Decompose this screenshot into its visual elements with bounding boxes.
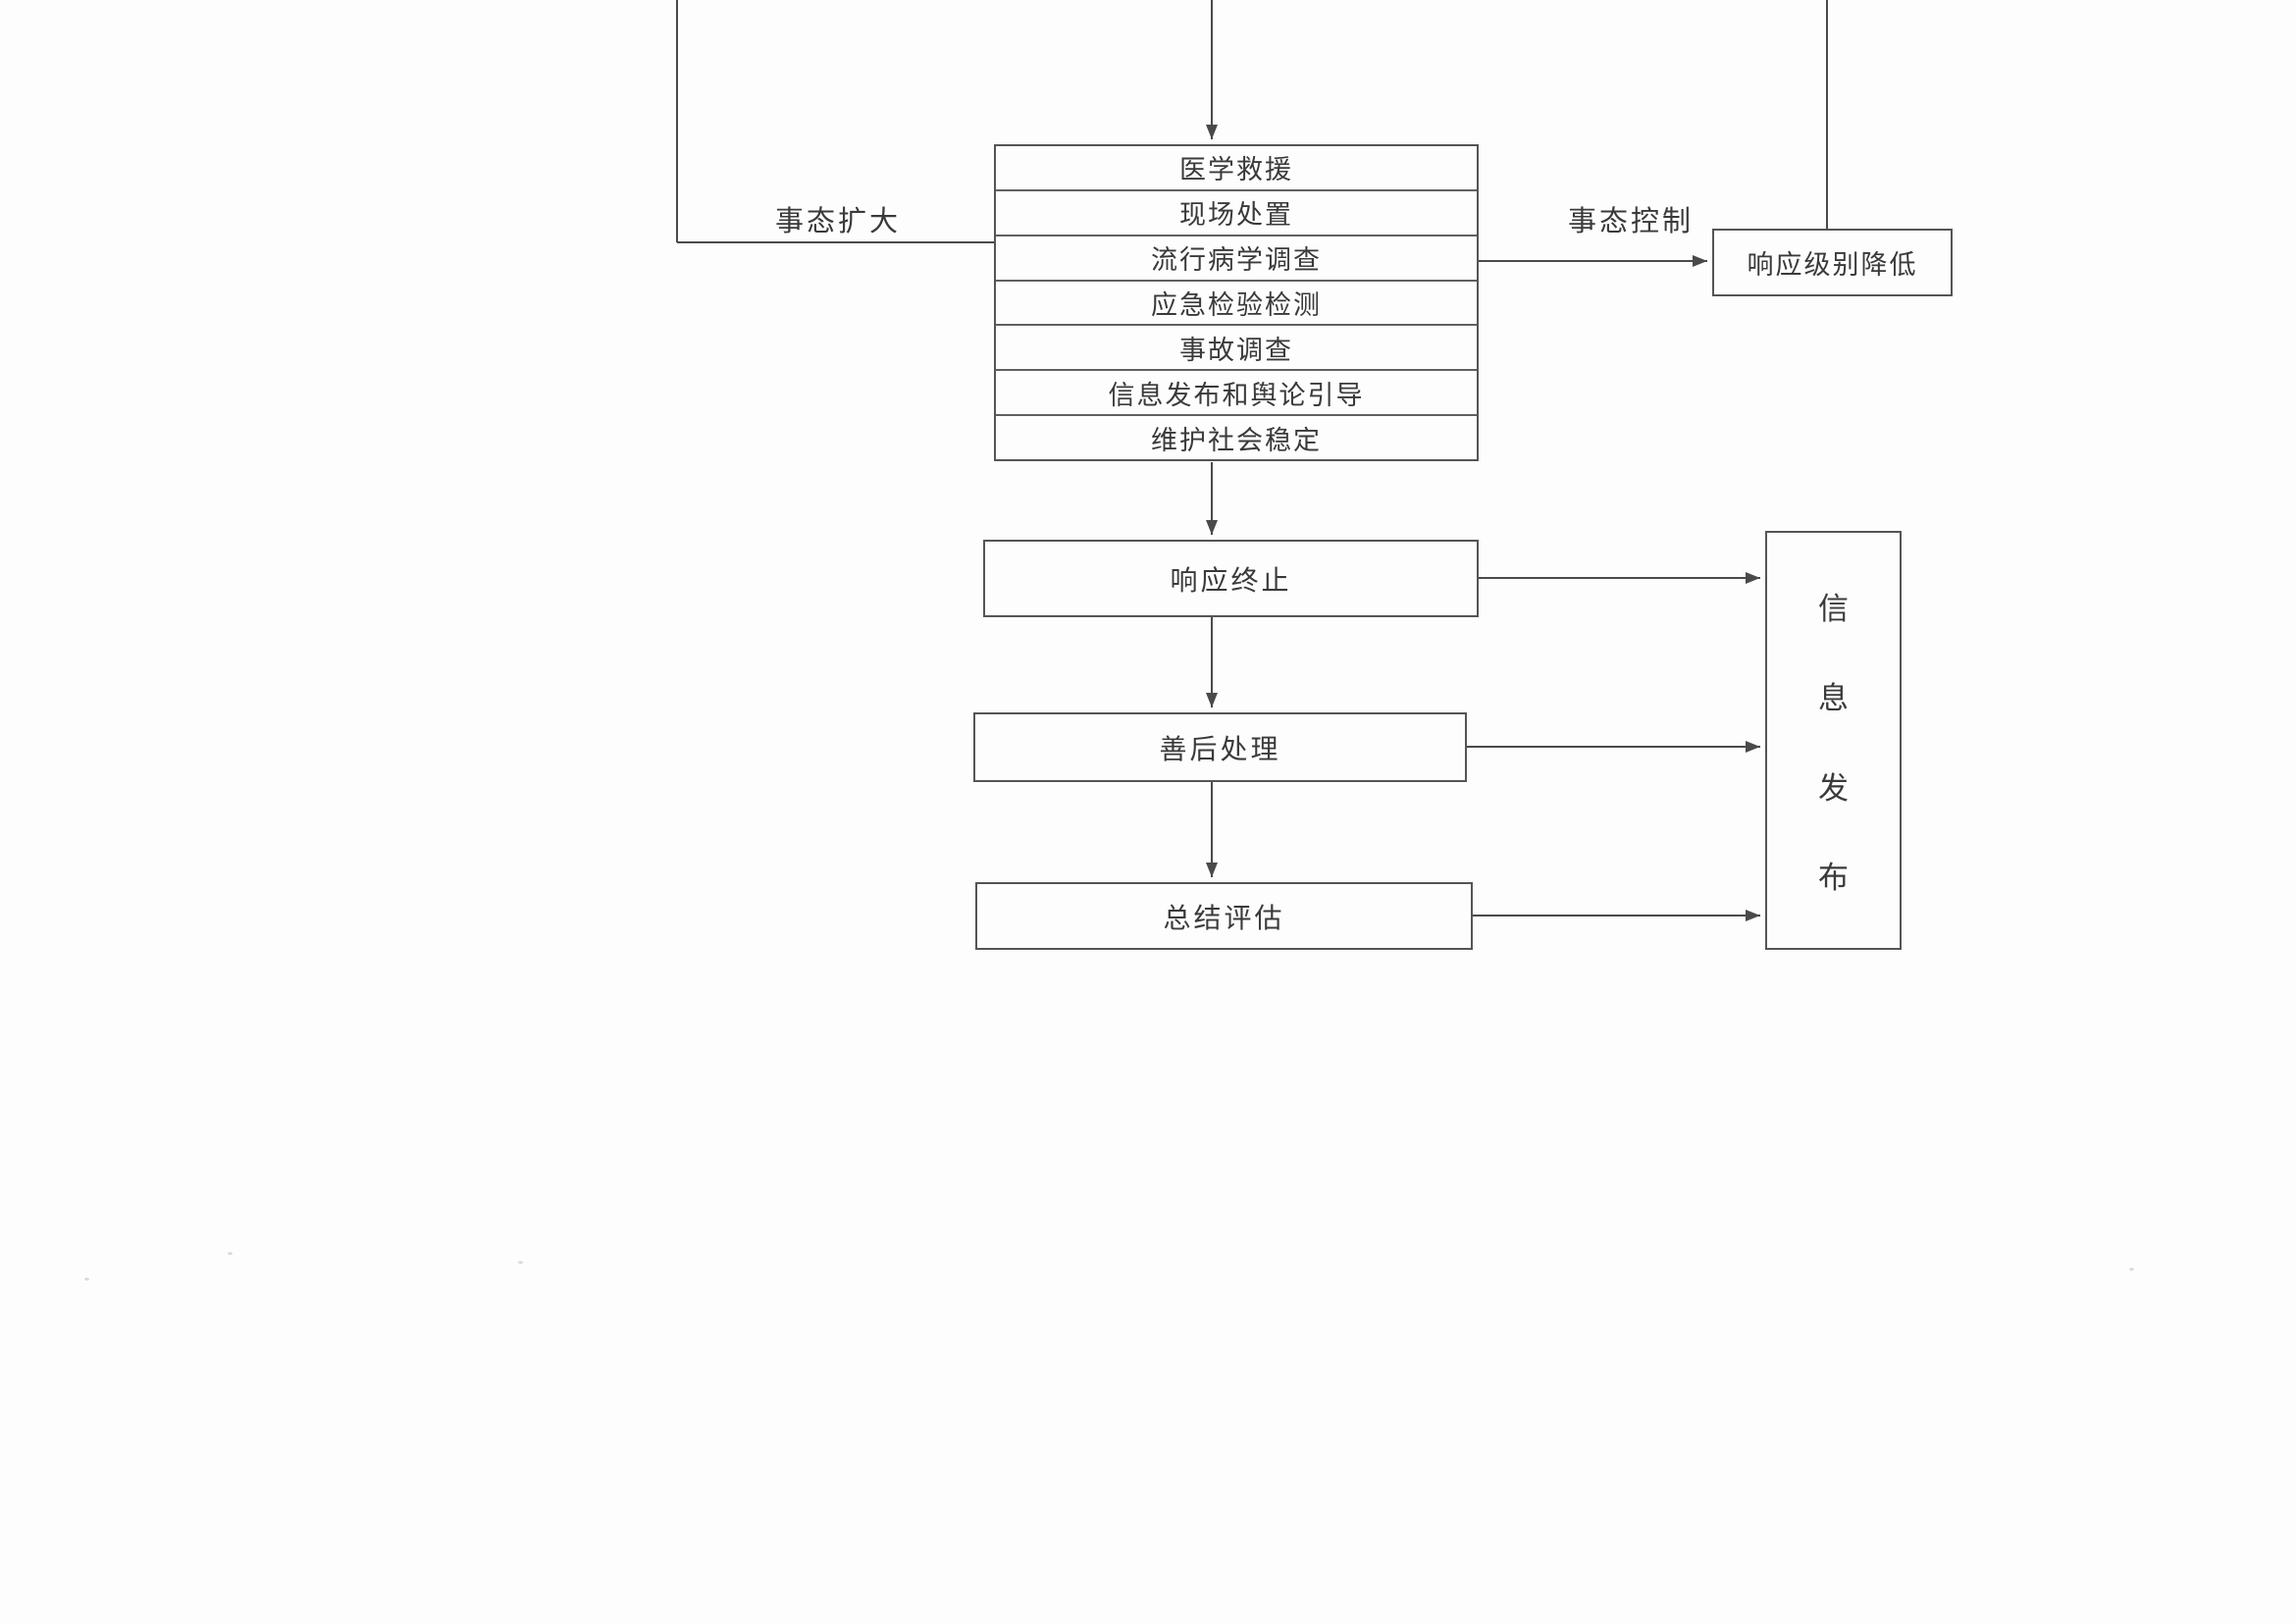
- process-row-social-stability: 维护社会稳定: [1151, 425, 1322, 455]
- aftermath-handling-box: 善后处理: [973, 712, 1467, 782]
- scan-artifact: [2129, 1268, 2134, 1271]
- info-release-char-4: 布: [1818, 860, 1849, 895]
- response-termination-box: 响应终止: [983, 540, 1479, 617]
- response-level-lowered-box: 响应级别降低: [1712, 229, 1953, 296]
- process-row-emergency-testing: 应急检验检测: [996, 282, 1477, 327]
- process-row-epidemiology: 流行病学调查: [996, 236, 1477, 282]
- info-release-char-2: 息: [1818, 681, 1849, 716]
- process-row-medical-rescue: 医学救援: [996, 146, 1477, 191]
- label-escalation: 事态扩大: [775, 206, 902, 237]
- info-release-char-3: 发: [1818, 770, 1849, 806]
- response-measures-box: 医学救援 现场处置 流行病学调查 应急检验检测 事故调查 信息发布和舆论引导 维…: [994, 144, 1479, 461]
- label-control: 事态控制: [1568, 206, 1695, 237]
- process-row-accident-investigation: 事故调查: [996, 326, 1477, 372]
- process-row-site-handling: 现场处置: [996, 191, 1477, 236]
- scan-artifact: [518, 1261, 523, 1264]
- information-release-box: 信 息 发 布: [1765, 531, 1902, 950]
- process-row-info-guidance: 信息发布和舆论引导: [996, 371, 1477, 417]
- scan-artifact: [228, 1252, 233, 1255]
- summary-evaluation-box: 总结评估: [975, 882, 1473, 950]
- scan-artifact: [84, 1278, 89, 1281]
- info-release-char-1: 信: [1818, 592, 1849, 626]
